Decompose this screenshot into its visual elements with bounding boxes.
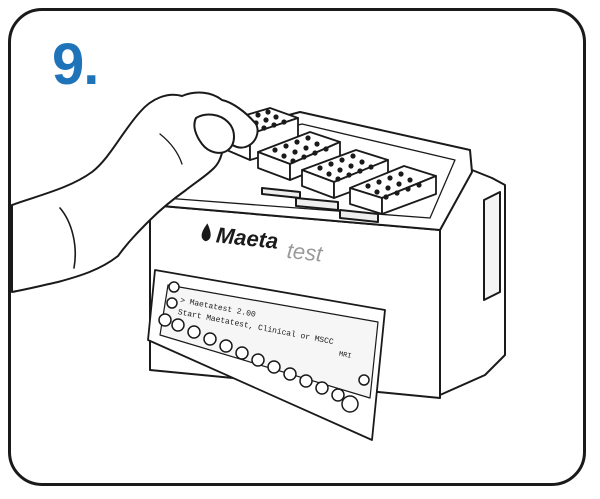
- brand-secondary: test: [286, 238, 325, 267]
- block-slot: [295, 197, 339, 211]
- panel-button[interactable]: [219, 339, 233, 353]
- display-indicator: MRI: [338, 351, 352, 361]
- device-handle: [483, 191, 501, 301]
- panel-button[interactable]: [331, 388, 345, 402]
- panel-button[interactable]: [187, 325, 201, 339]
- panel-button[interactable]: [251, 353, 265, 367]
- gloved-hand-icon: [11, 91, 259, 293]
- power-button[interactable]: [358, 374, 370, 386]
- panel-button[interactable]: [315, 381, 329, 395]
- panel-button[interactable]: [171, 318, 185, 332]
- panel-button[interactable]: [299, 374, 313, 388]
- drop-logo-icon: [201, 223, 211, 242]
- panel-button[interactable]: [168, 281, 180, 293]
- step-number: 9.: [52, 32, 99, 97]
- panel-button[interactable]: [283, 367, 297, 381]
- panel-button[interactable]: [235, 346, 249, 360]
- panel-button[interactable]: [267, 360, 281, 374]
- panel-button[interactable]: [158, 313, 172, 327]
- panel-button[interactable]: [166, 297, 178, 309]
- panel-button[interactable]: [203, 332, 217, 346]
- block-slot: [339, 209, 379, 223]
- enter-button[interactable]: [341, 395, 359, 413]
